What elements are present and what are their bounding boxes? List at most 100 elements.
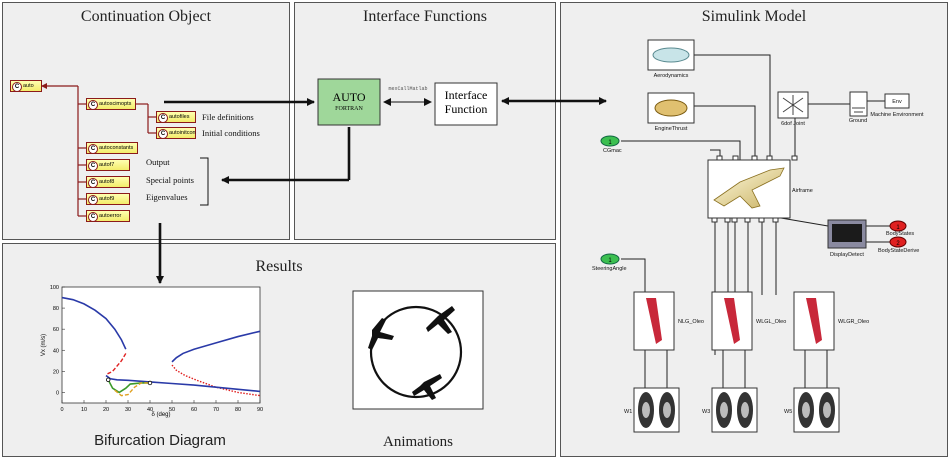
steering-angle-label: SteeringAngle — [592, 266, 627, 272]
class-icon: C — [88, 144, 98, 154]
airframe-label: Airframe — [792, 188, 813, 194]
ground-label: Ground — [849, 118, 867, 124]
cgmac-port[interactable] — [600, 135, 620, 147]
y-tick-label: 80 — [53, 306, 59, 312]
series-line-0 — [61, 296, 127, 350]
continuation-panel — [2, 2, 290, 240]
svg-text:1: 1 — [608, 140, 612, 146]
bifurcation-caption: Bifurcation Diagram — [94, 432, 226, 449]
w1-label: W1 — [624, 409, 632, 415]
y-tick-label: 40 — [53, 348, 59, 354]
class-tree — [41, 83, 156, 217]
auto-sub-label: FORTRAN — [335, 106, 363, 112]
series-line-5 — [193, 384, 261, 393]
series-line-3 — [171, 330, 261, 363]
wheel-blocks[interactable] — [633, 387, 840, 433]
animation-caption: Animations — [383, 434, 453, 450]
engine-thrust-label: EngineThrust — [655, 126, 688, 132]
wlgl-oleo-block[interactable] — [711, 291, 753, 351]
interface-function-box — [434, 82, 498, 126]
class-node-autoerror[interactable]: C autoerror — [86, 210, 130, 222]
series-line-2 — [105, 374, 195, 386]
x-tick-label: 0 — [60, 407, 63, 413]
body-state-derive-label: BodyStateDerive — [878, 248, 919, 254]
class-node-autof8[interactable]: C autof8 — [86, 176, 130, 188]
aerodynamics-label: Aerodynamics — [654, 73, 689, 79]
cgmac-label: CGmac — [603, 148, 622, 154]
class-icon: C — [12, 82, 22, 92]
bifurcation-point-0 — [105, 377, 111, 382]
class-node-autoconstants[interactable]: C autoconstants — [86, 142, 138, 154]
env-label: Env — [892, 99, 902, 105]
class-icon: C — [88, 178, 98, 188]
steering-angle-port[interactable] — [600, 253, 620, 265]
class-node-autof9[interactable]: C autof9 — [86, 193, 130, 205]
x-tick-label: 10 — [81, 407, 87, 413]
class-icon: C — [88, 195, 98, 205]
results-title: Results — [255, 258, 303, 275]
nlg-oleo-label: NLG_Oleo — [678, 319, 704, 325]
w5-label: W5 — [784, 409, 792, 415]
w3-label: W3 — [702, 409, 710, 415]
interface-title: Interface Functions — [363, 8, 487, 25]
bifurcation-chart: 0 10 20 30 40 50 60 70 80 90 0 20 40 60 80 100 Vx (m/s)… — [41, 285, 263, 418]
class-icon: C — [158, 129, 168, 139]
class-node-auto[interactable]: C auto — [10, 80, 42, 92]
display-detect-label: DisplayDetect — [830, 252, 864, 258]
class-icon: C — [88, 100, 98, 110]
continuation-title: Continuation Object — [80, 8, 212, 25]
svg-text:1: 1 — [896, 225, 900, 231]
x-tick-label: 70 — [213, 407, 219, 413]
series-line-4 — [171, 364, 261, 397]
class-icon: C — [88, 161, 98, 171]
class-node-autof7[interactable]: C autof7 — [86, 159, 130, 171]
series-line-1 — [105, 353, 127, 376]
auto-label: AUTO — [332, 90, 366, 104]
wlgr-oleo-block[interactable] — [793, 291, 835, 351]
note-file-definitions: File definitions — [202, 112, 254, 122]
body-states-port[interactable] — [889, 220, 907, 232]
machine-environment-label: Machine Environment — [870, 112, 924, 118]
y-tick-label: 20 — [53, 369, 59, 375]
ground-block[interactable] — [849, 91, 868, 117]
x-axis-label: δ (deg) — [151, 412, 170, 418]
body-state-derive-port[interactable] — [889, 236, 907, 248]
simulink-diagram — [621, 54, 890, 388]
x-tick-label: 50 — [169, 407, 175, 413]
wlgl-oleo-label: WLGL_Oleo — [756, 319, 786, 325]
class-icon: C — [88, 212, 98, 222]
auto-fortran-box — [317, 78, 381, 126]
wlgr-oleo-label: WLGR_Oleo — [838, 319, 869, 325]
x-tick-label: 30 — [125, 407, 131, 413]
x-tick-label: 20 — [103, 407, 109, 413]
note-eigenvalues: Eigenvalues — [146, 192, 188, 202]
series-line-7 — [114, 382, 150, 397]
x-tick-label: 80 — [235, 407, 241, 413]
note-initial-conditions: Initial conditions — [202, 128, 260, 138]
animation-view — [352, 290, 484, 410]
class-node-autofiles[interactable]: C autofiles — [156, 111, 196, 123]
nlg-oleo-block[interactable] — [633, 291, 675, 351]
y-tick-label: 100 — [50, 285, 59, 291]
note-output: Output — [146, 157, 170, 167]
bifurcation-point-1 — [147, 380, 153, 386]
svg-text:1: 1 — [608, 258, 612, 264]
note-special-points: Special points — [146, 175, 194, 185]
body-states-label: BodyStates — [886, 231, 914, 237]
simulink-title: Simulink Model — [701, 8, 807, 25]
class-node-autoscimopts[interactable]: C autoscimopts — [86, 98, 136, 110]
y-tick-label: 0 — [56, 390, 59, 396]
y-tick-label: 60 — [53, 327, 59, 333]
class-icon: C — [158, 113, 168, 123]
mex-call-label: mexCallMatlab — [388, 86, 428, 92]
class-node-autoinitcon[interactable]: C autoinitcon — [156, 127, 196, 139]
y-axis-label: Vx (m/s) — [41, 334, 47, 356]
x-tick-label: 60 — [191, 407, 197, 413]
env-block[interactable] — [884, 93, 910, 109]
6dof-joint-label: 6dof Joint — [781, 121, 805, 127]
x-tick-label: 40 — [147, 407, 153, 413]
x-tick-label: 90 — [257, 407, 263, 413]
interface-function-label: Interface Function — [444, 88, 488, 116]
simulink-panel — [560, 2, 948, 457]
